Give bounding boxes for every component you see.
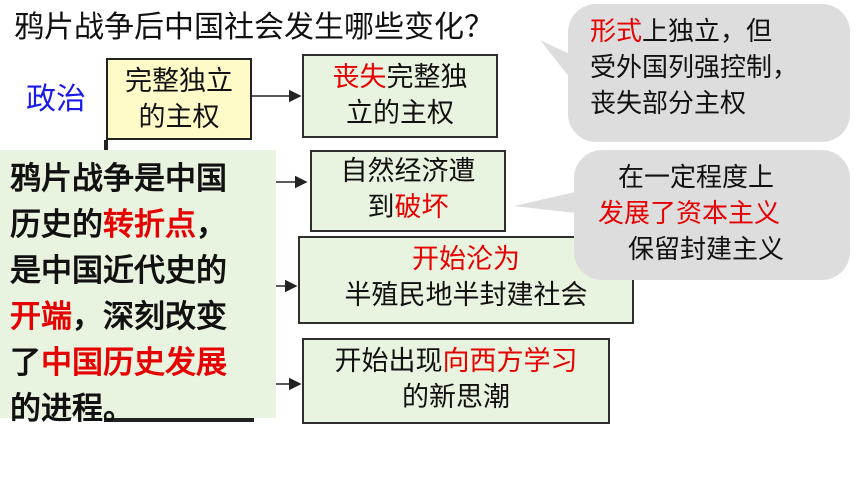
- box-natural-economy-line2: 到破坏: [312, 190, 504, 226]
- economy-highlight: 破坏: [394, 192, 449, 223]
- box-complete-sovereignty-line1: 完整独立: [125, 66, 233, 97]
- bubble1-rest: 上独立，但: [642, 17, 773, 47]
- bracket-bottom: [104, 418, 254, 422]
- bubble2-line1: 在一定程度上: [618, 163, 775, 193]
- main-line4-post: ，深刻改变: [72, 299, 227, 335]
- main-line5: 了中国历史发展: [10, 340, 276, 386]
- box-lost-sovereignty-line2: 立的主权: [346, 98, 454, 129]
- main-conclusion-box: 鸦片战争是中国 历史的转折点， 是中国近代史的 开端，深刻改变 了中国历史发展 …: [0, 150, 276, 427]
- western-highlight: 向西方学习: [442, 346, 578, 377]
- box-western-learning-line2: 的新思潮: [402, 382, 510, 413]
- bubble2-line2: 发展了资本主义: [598, 199, 781, 229]
- main-line1: 鸦片战争是中国: [10, 161, 227, 197]
- main-line4-red: 开端: [10, 299, 72, 335]
- main-line5-red: 中国历史发展: [41, 345, 227, 381]
- box-natural-economy: 自然经济遭 到破坏: [310, 150, 506, 232]
- main-line3: 是中国近代史的: [10, 253, 227, 289]
- label-politics: 政治: [26, 82, 86, 117]
- lost-highlight: 丧失: [332, 62, 387, 93]
- box-western-learning: 开始出现向西方学习 的新思潮: [302, 338, 610, 424]
- bubble1-line3: 丧失部分主权: [590, 89, 747, 119]
- callout-bubble-capitalism: 在一定程度上 发展了资本主义 保留封建主义: [574, 150, 850, 280]
- box-semi-colonial-line1: 开始沦为: [412, 244, 520, 275]
- main-line6: 的进程。: [10, 391, 134, 427]
- bubble2-line3: 保留封建主义: [628, 235, 785, 265]
- main-line4: 开端，深刻改变: [10, 294, 276, 340]
- main-line2-red: 转折点: [103, 207, 196, 243]
- main-line2-pre: 历史的: [10, 207, 103, 243]
- box-lost-sovereignty: 丧失完整独 立的主权: [302, 54, 498, 138]
- main-line2-post: ，: [196, 207, 227, 243]
- box-semi-colonial-line2: 半殖民地半封建社会: [344, 280, 588, 311]
- bubble1-line1: 形式上独立，但: [590, 14, 850, 50]
- box-complete-sovereignty-line2: 的主权: [138, 102, 220, 133]
- main-line5-pre: 了: [10, 345, 41, 381]
- box-semi-colonial: 开始沦为 半殖民地半封建社会: [298, 236, 634, 324]
- box-lost-sovereignty-line1: 丧失完整独: [304, 60, 496, 96]
- bubble1-line2: 受外国列强控制，: [590, 53, 799, 83]
- bubble2-tail: [514, 190, 584, 214]
- western-pre: 开始出现: [334, 346, 443, 377]
- lost-rest: 完整独: [386, 62, 468, 93]
- box-western-learning-line1: 开始出现向西方学习: [304, 344, 608, 380]
- bubble1-highlight: 形式: [590, 17, 643, 47]
- callout-bubble-formal-independence: 形式上独立，但 受外国列强控制， 丧失部分主权: [568, 4, 850, 142]
- box-natural-economy-line1: 自然经济遭: [340, 156, 476, 187]
- economy-pre: 到: [367, 192, 395, 223]
- box-complete-sovereignty: 完整独立 的主权: [106, 58, 252, 140]
- page-title: 鸦片战争后中国社会发生哪些变化？: [14, 10, 494, 45]
- main-line2: 历史的转折点，: [10, 202, 276, 248]
